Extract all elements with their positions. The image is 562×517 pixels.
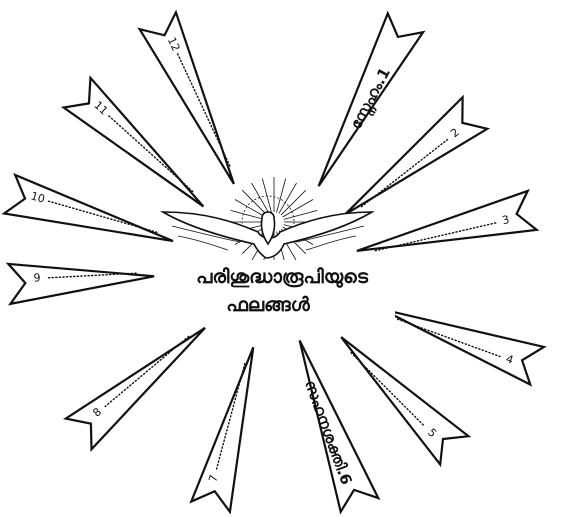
banner-shape (191, 342, 272, 512)
banner-9: 9 (8, 256, 155, 304)
banner-shape (375, 291, 544, 385)
light-ray (277, 179, 286, 213)
banner-8: 8 (66, 313, 218, 450)
banner-4: 4 (375, 291, 544, 385)
title-line-2: ഫലങ്ങൾ (226, 294, 310, 316)
banner-shape (66, 313, 218, 450)
light-ray (262, 179, 271, 213)
light-ray (231, 210, 265, 219)
answer-blank-line (177, 54, 229, 166)
banner-7: 7 (191, 342, 272, 512)
banner-shape (352, 191, 536, 270)
banner-3: 3 (352, 191, 536, 270)
banner-label: സഹനശക്തി.6 (301, 378, 356, 488)
dove-icon (163, 196, 372, 258)
banner-number: 9 (33, 271, 41, 284)
diagram-title: പരിശുദ്ധാരൂപിയുടെ ഫലങ്ങൾ (170, 260, 395, 320)
title-line-1: പരിശുദ്ധാരൂപിയുടെ (196, 266, 369, 289)
banner-shape (8, 256, 155, 304)
banner-shape (4, 175, 178, 260)
light-ray (284, 210, 318, 219)
banner-10: 10 (4, 175, 178, 260)
